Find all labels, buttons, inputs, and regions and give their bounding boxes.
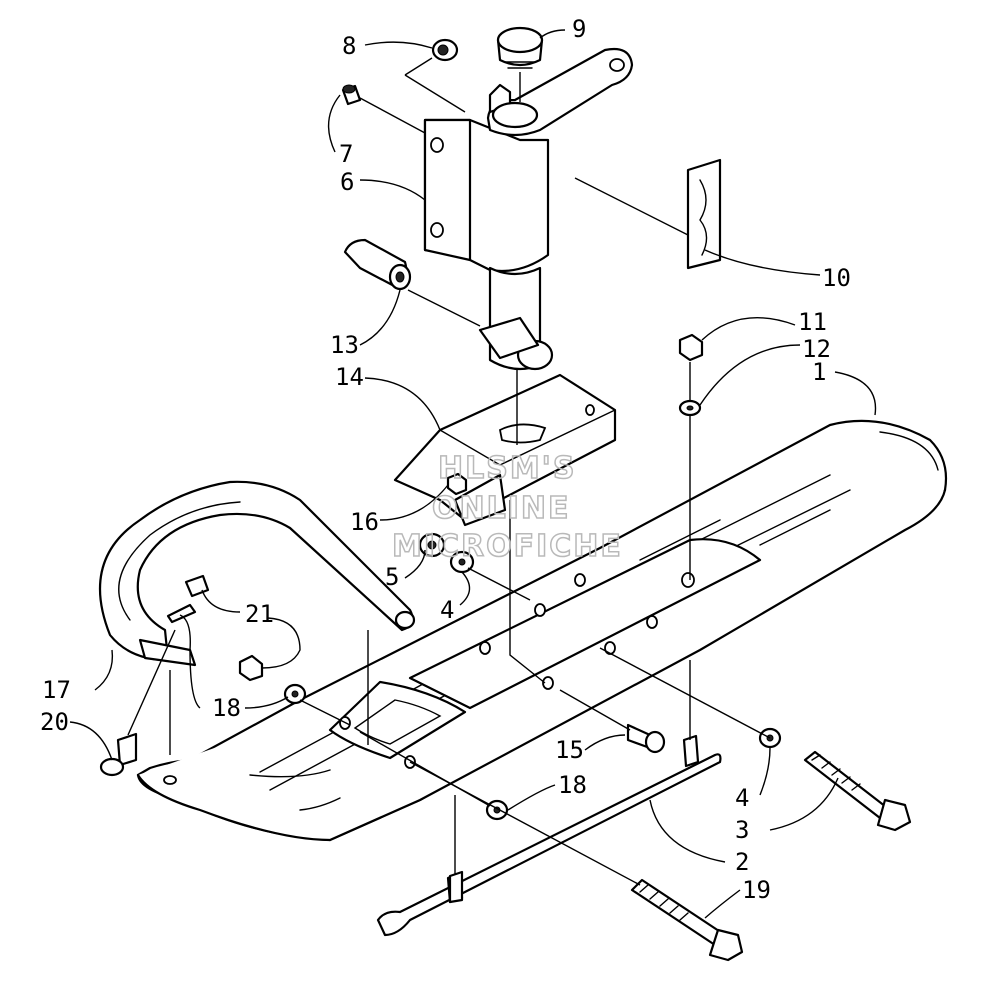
callout-13: 13	[330, 331, 359, 359]
bolt-3	[803, 750, 912, 832]
cap	[496, 26, 544, 69]
callout-15: 15	[555, 736, 584, 764]
callout-16: 16	[350, 508, 379, 536]
nut-18	[238, 654, 264, 682]
stud-rear	[448, 870, 464, 904]
callout-3: 3	[735, 816, 749, 844]
screw-20	[99, 732, 138, 777]
washer-4-upper	[449, 550, 475, 574]
callout-1: 1	[812, 358, 826, 386]
callout-19: 19	[742, 876, 771, 904]
bolt-19	[630, 878, 744, 962]
loop-handle	[98, 480, 416, 667]
spacer-5	[418, 532, 446, 558]
callout-8: 8	[342, 32, 356, 60]
watermark-line-2: ONLINE	[432, 491, 571, 526]
callout-6: 6	[340, 168, 354, 196]
callout-12: 12	[802, 335, 831, 363]
callout-18-left: 18	[212, 694, 241, 722]
decal	[686, 158, 722, 270]
callout-20: 20	[40, 708, 69, 736]
washer-18-lower	[485, 799, 509, 821]
callout-18-lower: 18	[558, 771, 587, 799]
spindle	[423, 47, 634, 371]
callout-10: 10	[822, 264, 851, 292]
callout-9: 9	[572, 15, 586, 43]
callout-7: 7	[339, 140, 353, 168]
watermark-line-1: HLSM'S	[438, 451, 576, 486]
callout-11: 11	[798, 308, 827, 336]
ski-body	[136, 419, 948, 842]
washer-18	[283, 683, 307, 705]
callout-2: 2	[735, 848, 749, 876]
nut-16	[446, 472, 468, 496]
screw-15	[626, 723, 666, 754]
washer	[678, 399, 702, 417]
callout-14: 14	[335, 363, 364, 391]
pin	[343, 238, 412, 291]
assembly-lines	[127, 57, 771, 886]
watermark-line-3: MICROFICHE	[392, 529, 623, 564]
callout-17: 17	[42, 676, 71, 704]
bushing-21	[184, 574, 210, 598]
callout-5: 5	[385, 563, 399, 591]
callout-leaders	[69, 29, 877, 919]
callout-21: 21	[245, 600, 274, 628]
watermark: HLSM'S ONLINE MICROFICHE	[391, 450, 623, 565]
washer-plate	[166, 603, 197, 624]
callout-4-lower: 4	[735, 784, 749, 812]
bushing	[431, 38, 459, 62]
callout-labels: 8 9 7 6 10 11 12 1 13 14 16 5 4 21 17 20…	[40, 15, 851, 904]
grease-fitting	[341, 84, 362, 106]
callout-4-upper: 4	[440, 596, 454, 624]
nut	[678, 333, 704, 362]
